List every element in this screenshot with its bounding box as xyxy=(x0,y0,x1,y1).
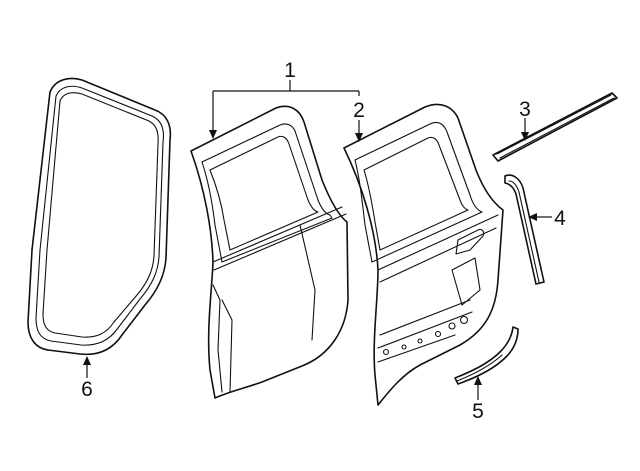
part-1-door-shell xyxy=(190,105,349,399)
callout-4: 4 xyxy=(554,207,566,230)
arrow-5 xyxy=(474,376,482,385)
callout-leaders xyxy=(83,80,552,400)
callout-1: 1 xyxy=(284,59,296,82)
callout-6: 6 xyxy=(81,378,93,401)
arrow-4 xyxy=(528,213,537,221)
arrow-1-left xyxy=(209,130,217,139)
part-5-lower-molding xyxy=(454,326,519,385)
arrow-3 xyxy=(521,132,529,141)
arrow-6 xyxy=(83,356,91,365)
part-6-weatherstrip xyxy=(27,77,172,356)
part-4-frame-molding xyxy=(504,174,545,285)
part-2-door-assembly xyxy=(343,103,504,406)
callout-3: 3 xyxy=(519,98,531,121)
callout-2: 2 xyxy=(353,99,365,122)
part-3-belt-molding xyxy=(492,92,618,162)
callout-5: 5 xyxy=(472,400,484,423)
arrow-2 xyxy=(355,133,363,142)
